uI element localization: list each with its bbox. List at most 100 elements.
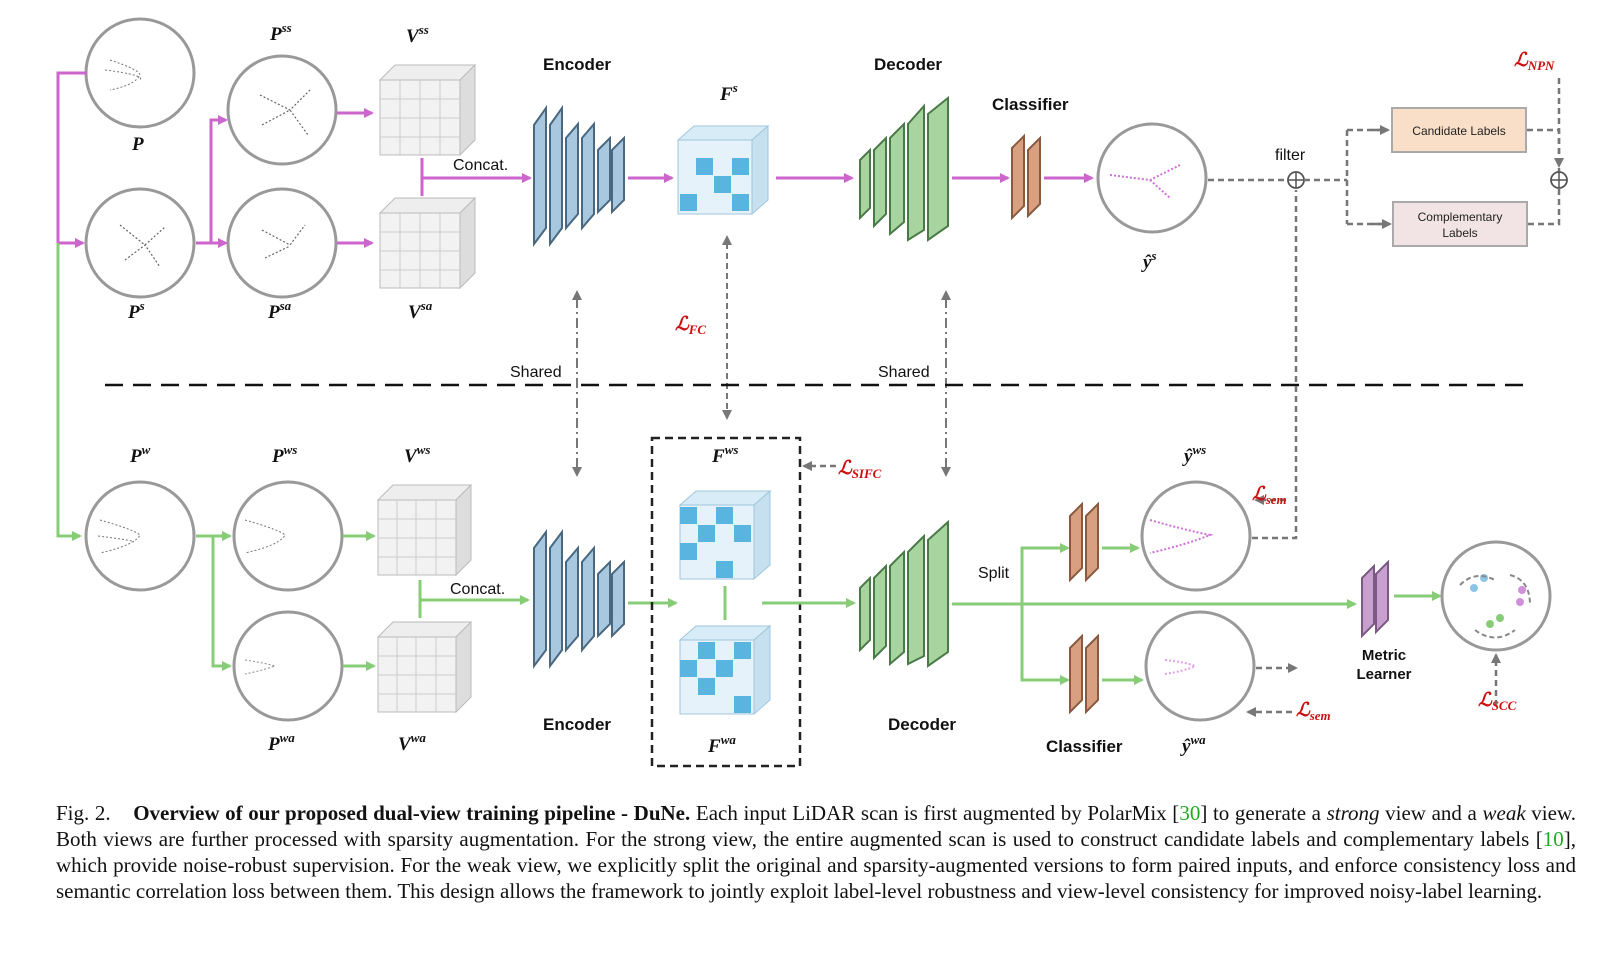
caption-text-2: ] to generate a xyxy=(1200,801,1327,825)
label-ps-sup: s xyxy=(139,298,145,313)
label-ys-sup: s xyxy=(1150,248,1156,263)
arrow-pw-to-pwa xyxy=(211,536,232,671)
feature-cube-fws: Fws xyxy=(678,442,772,581)
label-ps: P xyxy=(127,302,140,323)
label-vsa-sup: sa xyxy=(420,298,433,313)
metric-learner-label-1: Metric xyxy=(1362,647,1406,664)
svg-text:Vsa: Vsa xyxy=(408,298,433,323)
arrow-p-to-ps xyxy=(56,71,87,248)
caption-title: Overview of our proposed dual-view train… xyxy=(133,801,691,825)
loss-sifc: ℒSIFC xyxy=(838,458,882,481)
label-merge-node xyxy=(1550,171,1568,189)
loss-sem-bottom: ℒsem xyxy=(1296,700,1331,723)
scan-pws: Pws xyxy=(232,442,344,592)
label-yws-sup: ws xyxy=(1192,442,1206,457)
classifier-top-label: Classifier xyxy=(992,95,1069,114)
label-ywa: ŷ xyxy=(1180,736,1191,757)
classifier-bottom-bottom: Classifier xyxy=(1046,633,1123,756)
svg-text:Ps: Ps xyxy=(127,298,145,323)
prediction-ywa: ŷwa xyxy=(1144,610,1256,757)
voxel-vss: Vss xyxy=(378,22,477,157)
label-pws: P xyxy=(271,446,284,467)
filter-node: filter xyxy=(1275,147,1306,189)
split-label: Split xyxy=(978,565,1010,582)
voxel-vwa: Vwa xyxy=(376,620,473,755)
complementary-labels-text-1: Complementary xyxy=(1418,210,1503,224)
label-vwa-sup: wa xyxy=(411,730,427,745)
feature-cube-fs: Fs xyxy=(676,80,770,216)
classifier-bottom-top xyxy=(1069,501,1099,583)
scan-pwa: Pwa xyxy=(232,610,344,755)
label-fs-sup: s xyxy=(732,80,738,95)
label-pwa: P xyxy=(267,734,280,755)
scan-ps: Ps xyxy=(84,187,196,323)
svg-text:Pss: Pss xyxy=(269,20,292,45)
metric-learner-label-2: Learner xyxy=(1356,666,1411,683)
label-fwa-sup: wa xyxy=(721,732,737,747)
arrow-to-filter-up xyxy=(1252,190,1296,668)
caption-ref-30[interactable]: 30 xyxy=(1179,801,1201,825)
label-fs: F xyxy=(719,84,733,105)
prediction-ys: ŷs xyxy=(1096,122,1208,273)
label-yws: ŷ xyxy=(1182,446,1193,467)
voxel-vsa: Vsa xyxy=(378,196,477,323)
loss-fc: ℒFC xyxy=(675,314,706,337)
svg-text:Psa: Psa xyxy=(267,298,292,323)
label-psa-sup: sa xyxy=(279,298,292,313)
label-fwa: F xyxy=(707,736,721,757)
classifier-bottom-label: Classifier xyxy=(1046,737,1123,756)
scan-pss: Pss xyxy=(226,20,338,166)
encoder-bottom-label: Encoder xyxy=(543,715,611,734)
svg-text:Pws: Pws xyxy=(271,442,297,467)
caption-strong: strong xyxy=(1326,801,1380,825)
classifier-top: Classifier xyxy=(992,95,1069,221)
loss-scc: ℒSCC xyxy=(1478,690,1517,713)
svg-text:Fwa: Fwa xyxy=(707,732,736,757)
caption-text-1: Each input LiDAR scan is first augmented… xyxy=(690,801,1180,825)
arrow-ps-to-pss xyxy=(209,115,228,243)
complementary-labels-box: Complementary Labels xyxy=(1392,201,1528,247)
scan-psa: Psa xyxy=(226,187,338,323)
feature-cube-fwa: Fwa xyxy=(678,624,772,757)
decoder-bottom-label: Decoder xyxy=(888,715,956,734)
shared-label-left: Shared xyxy=(510,364,562,381)
label-ys: ŷ xyxy=(1141,252,1152,273)
svg-text:Fs: Fs xyxy=(719,80,738,105)
label-pws-sup: ws xyxy=(284,442,298,457)
prediction-yws: ŷws xyxy=(1140,442,1252,592)
label-vsa: V xyxy=(408,302,422,323)
label-pw: P xyxy=(129,446,142,467)
label-pss: P xyxy=(269,24,282,45)
decoder-bottom: Decoder xyxy=(859,519,956,734)
loss-sem-top: ℒsem xyxy=(1252,484,1287,507)
caption-text-5: ], which provide noise-robust supervisio… xyxy=(56,827,1576,903)
svg-text:Vwa: Vwa xyxy=(398,730,426,755)
candidate-labels-text: Candidate Labels xyxy=(1412,124,1505,138)
scan-pw: Pw xyxy=(84,442,196,592)
label-fws-sup: ws xyxy=(725,442,739,457)
caption-text-3: view and a xyxy=(1379,801,1483,825)
label-vws: V xyxy=(404,446,418,467)
caption-weak: weak xyxy=(1482,801,1526,825)
label-pss-sup: ss xyxy=(281,20,292,35)
scan-p: P xyxy=(84,17,196,155)
decoder-top-label: Decoder xyxy=(874,55,942,74)
cluster-embedding xyxy=(1440,540,1552,652)
encoder-top-label: Encoder xyxy=(543,55,611,74)
caption-fig-number: Fig. 2. xyxy=(56,801,111,825)
decoder-top: Decoder xyxy=(859,55,949,242)
label-vwa: V xyxy=(398,734,412,755)
shared-label-right: Shared xyxy=(878,364,930,381)
pipeline-diagram: P Ps Pss Psa Vss Vsa Concat. xyxy=(56,17,1568,768)
voxel-vws: Vws xyxy=(376,442,473,577)
svg-text:Vws: Vws xyxy=(404,442,430,467)
label-psa: P xyxy=(267,302,280,323)
caption-ref-10[interactable]: 10 xyxy=(1542,827,1564,851)
split-lines xyxy=(1020,546,1068,682)
concat-label-bottom: Concat. xyxy=(450,581,505,598)
svg-text:ŷwa: ŷwa xyxy=(1180,732,1206,757)
svg-text:Pwa: Pwa xyxy=(267,730,295,755)
label-vss-sup: ss xyxy=(418,22,429,37)
label-pwa-sup: wa xyxy=(280,730,296,745)
arrow-p-to-pw xyxy=(56,243,82,541)
